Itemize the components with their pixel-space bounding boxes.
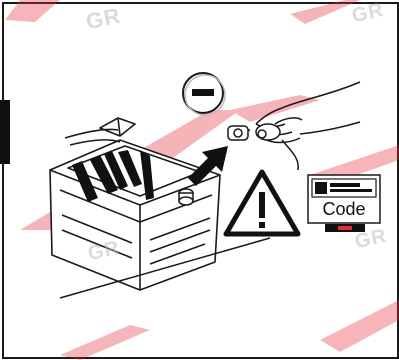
- warning-icon: [226, 172, 298, 234]
- radio-code-label: Code: [318, 199, 370, 220]
- negative-terminal: [179, 189, 193, 205]
- minus-sign-icon: [183, 73, 225, 115]
- hand-with-cable-clamp: [228, 82, 360, 170]
- battery-body: [50, 118, 220, 290]
